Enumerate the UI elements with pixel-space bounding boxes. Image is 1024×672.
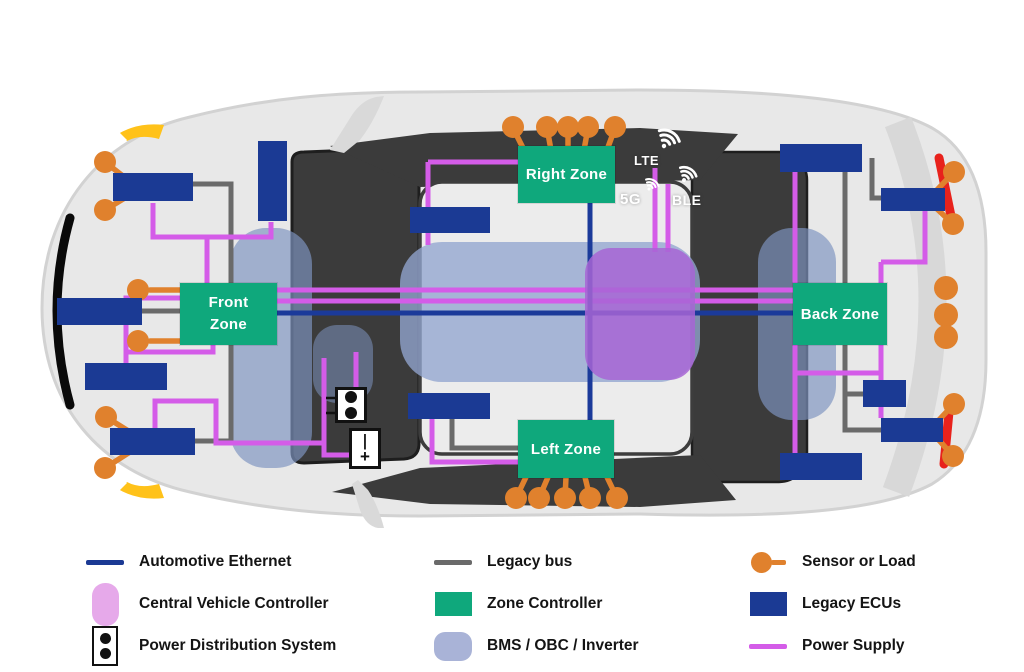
side-window-bottom xyxy=(332,455,736,507)
legacy-ecus-icon xyxy=(747,592,789,616)
5g-icon xyxy=(645,178,660,191)
sensor-or-load xyxy=(579,487,601,509)
lte-label: LTE xyxy=(634,153,660,168)
zone-left: Left Zone xyxy=(518,420,614,478)
zone-controller-icon xyxy=(432,592,474,616)
legend-item-legacy-bus: Legacy bus xyxy=(432,553,747,571)
sensor-or-load xyxy=(505,487,527,509)
sensor-or-load xyxy=(536,116,558,138)
seat-left xyxy=(230,228,312,468)
zone-back: Back Zone xyxy=(793,283,887,345)
sensor-or-load xyxy=(942,213,964,235)
battery-terminal-bottom: + xyxy=(360,446,370,466)
sensor-or-load xyxy=(934,325,958,349)
bms-obc-inverter-icon xyxy=(432,631,474,661)
legacy-ecu xyxy=(780,453,862,480)
legend-item-zone-controller: Zone Controller xyxy=(432,592,747,616)
zone-left-label: Left Zone xyxy=(530,440,602,458)
legend-item-sensor-or-load: Sensor or Load xyxy=(747,551,1007,573)
legacy-ecu xyxy=(881,188,945,211)
side-mirror-top xyxy=(330,96,384,153)
sensor-or-load xyxy=(94,199,116,221)
sensor-or-load-icon xyxy=(747,551,789,573)
legend: Automotive Ethernet Legacy bus Sensor or… xyxy=(84,541,1007,667)
headlight-top-highlight xyxy=(111,132,127,147)
legacy-ecu xyxy=(881,418,943,442)
ble-label: BLE xyxy=(672,192,702,208)
legacy-ecu xyxy=(258,141,287,221)
central-vehicle-controller xyxy=(585,248,695,380)
legacy-ecu xyxy=(780,144,862,172)
sensor-or-load xyxy=(94,457,116,479)
sensor-or-load xyxy=(127,330,149,352)
legend-item-automotive-ethernet: Automotive Ethernet xyxy=(84,553,432,571)
sensor-or-load xyxy=(94,151,116,173)
sensor-or-load xyxy=(606,487,628,509)
sensor-or-load xyxy=(127,279,149,301)
ble-icon xyxy=(678,165,698,182)
sensor-or-load xyxy=(943,393,965,415)
zone-right-label: Right Zone xyxy=(525,166,608,183)
zone-front-label: Front Zone xyxy=(208,294,249,333)
headlight-bottom-highlight xyxy=(111,476,127,491)
battery-terminal-top: | xyxy=(363,429,367,450)
legacy-ecu xyxy=(408,393,490,419)
legend-item-central-vehicle-controller: Central Vehicle Controller xyxy=(84,582,432,626)
sensors xyxy=(94,116,965,509)
legend-label: Sensor or Load xyxy=(802,553,916,570)
5g-label: 5G xyxy=(620,191,642,208)
power-distribution-system xyxy=(335,387,367,423)
pds-dot xyxy=(345,407,357,419)
legacy-ecu xyxy=(410,207,490,233)
sensor-or-load xyxy=(554,487,576,509)
legend-label: Legacy ECUs xyxy=(802,595,902,612)
legend-label: BMS / OBC / Inverter xyxy=(487,637,639,654)
legacy-ecu xyxy=(85,363,167,390)
legend-item-power-supply: Power Supply xyxy=(747,637,1007,655)
power-supply-line-icon xyxy=(747,643,789,649)
legend-label: Power Supply xyxy=(802,637,905,654)
sensor-or-load xyxy=(528,487,550,509)
zone-back-label: Back Zone xyxy=(800,305,880,323)
pds-stub-lines xyxy=(326,396,336,415)
sensor-or-load xyxy=(95,406,117,428)
sensor-or-load xyxy=(557,116,579,138)
legend-label: Central Vehicle Controller xyxy=(139,595,329,612)
legacy-ecu xyxy=(863,380,906,407)
legacy-ecu xyxy=(110,428,195,455)
zone-front: Front Zone xyxy=(180,283,277,345)
zone-right: Right Zone xyxy=(518,146,615,203)
legacy-ecu xyxy=(57,298,142,325)
sensor-or-load xyxy=(942,445,964,467)
legend-item-power-distribution-system: Power Distribution System xyxy=(84,626,432,666)
legend-label: Power Distribution System xyxy=(139,637,337,654)
sensor-or-load xyxy=(604,116,626,138)
power-distribution-system-icon xyxy=(84,626,126,666)
legend-label: Automotive Ethernet xyxy=(139,553,292,570)
battery-icon: | + xyxy=(349,428,381,469)
automotive-ethernet-line-icon xyxy=(84,559,126,565)
headlight-bottom xyxy=(118,482,164,499)
sensor-or-load xyxy=(934,303,958,327)
pds-dot xyxy=(345,391,357,403)
legacy-bus-line-icon xyxy=(432,559,474,565)
legend-item-bms-obc-inverter: BMS / OBC / Inverter xyxy=(432,631,747,661)
legacy-ecu xyxy=(113,173,193,201)
taillight-top xyxy=(934,153,956,221)
legend-label: Legacy bus xyxy=(487,553,573,570)
lte-icon xyxy=(657,128,681,149)
sensor-or-load xyxy=(943,161,965,183)
legend-item-legacy-ecus: Legacy ECUs xyxy=(747,592,1007,616)
side-mirror-bottom xyxy=(352,480,384,528)
central-vehicle-controller-icon xyxy=(84,582,126,626)
headlight-top xyxy=(118,124,164,141)
legend-label: Zone Controller xyxy=(487,595,603,612)
sensor-or-load xyxy=(577,116,599,138)
sensor-or-load xyxy=(502,116,524,138)
sensor-or-load xyxy=(934,276,958,300)
